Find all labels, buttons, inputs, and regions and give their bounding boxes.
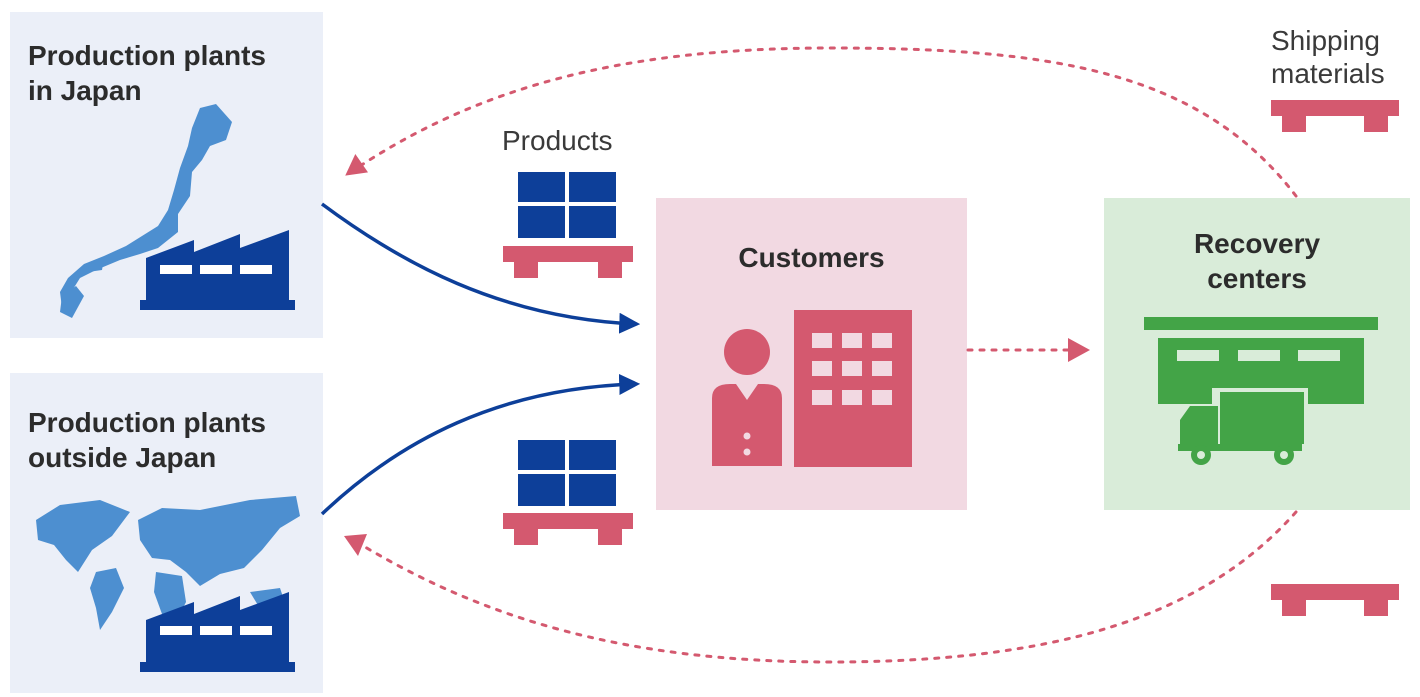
customers-title: Customers [738,242,885,273]
plants-japan-title-line2: in Japan [28,75,142,106]
pallet-icon [503,513,633,545]
flow-arrow-japan-to-customers [320,202,641,334]
plants-outside-title: Production plants outside Japan [28,405,266,475]
flow-arrow-outside-to-customers [320,374,641,516]
pallet-icon [1271,100,1399,132]
return-arrow-to-japan [358,46,1298,198]
world-map-icon [36,496,300,630]
factory-icon [140,592,295,672]
shipping-materials-label: Shipping materials [1271,24,1385,90]
boxes-icon [518,172,616,238]
pallet-icon [1271,584,1399,616]
return-arrow-to-outside [358,510,1298,664]
office-building-icon [794,310,912,467]
plants-outside-title-line1: Production plants [28,407,266,438]
recovery-title-line1: Recovery [1193,228,1321,259]
recovery-title-line2: centers [1207,263,1307,294]
products-label: Products [502,125,613,156]
plants-outside-title-line2: outside Japan [28,442,217,473]
japan-map-icon [60,104,232,318]
pallet-icon [503,246,633,278]
plants-japan-title-line1: Production plants [28,40,266,71]
recovery-title: Recovery centers [1104,226,1410,296]
shipping-label-line2: materials [1271,58,1385,89]
plants-japan-title: Production plants in Japan [28,38,266,108]
boxes-icon [518,440,616,506]
person-icon [712,329,782,466]
truck-icon [1178,392,1304,465]
warehouse-icon [1144,317,1378,404]
factory-icon [140,230,295,310]
shipping-label-line1: Shipping [1271,25,1380,56]
